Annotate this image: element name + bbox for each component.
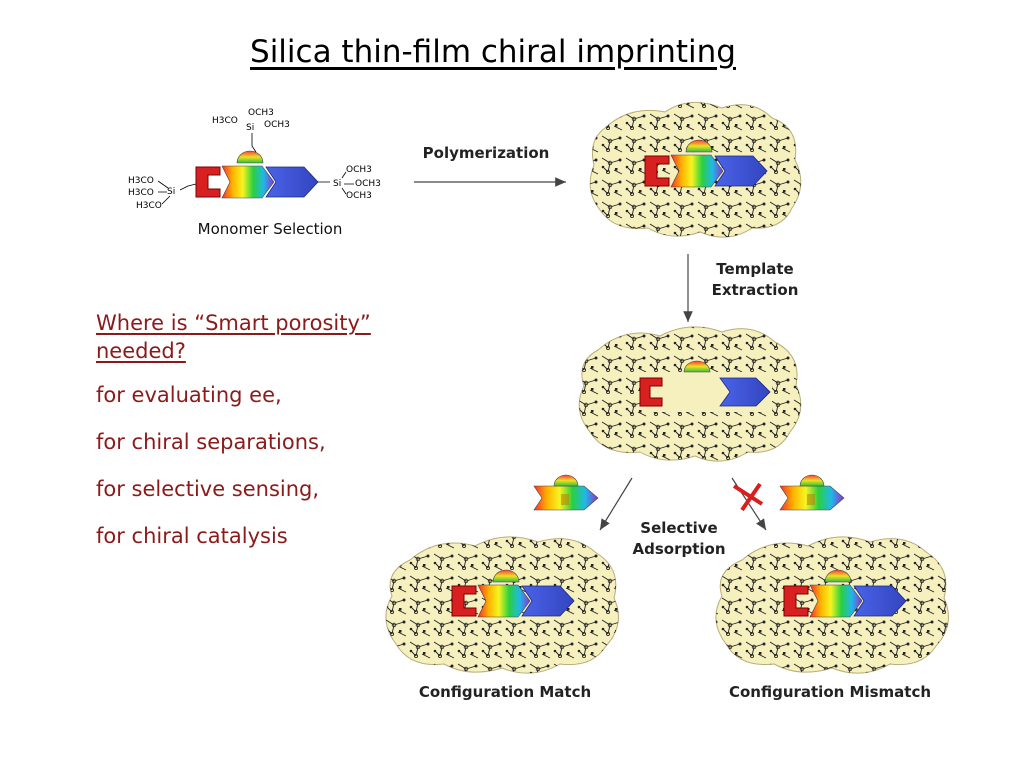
silane-right-3: OCH3 bbox=[346, 191, 372, 201]
silane-top-2: H3CO bbox=[212, 116, 238, 126]
monomer-selection-label: Monomer Selection bbox=[198, 220, 343, 238]
silane-left-1: H3CO bbox=[128, 176, 154, 186]
silane-right-si: Si bbox=[333, 179, 341, 189]
match-arrow bbox=[599, 477, 633, 531]
configuration-mismatch-label: Configuration Mismatch bbox=[729, 683, 931, 701]
match-silica-blob bbox=[385, 536, 619, 674]
imprinted-silica-blob bbox=[578, 326, 802, 462]
use-item: for chiral catalysis bbox=[96, 524, 288, 548]
silane-left-3: H3CO bbox=[136, 201, 162, 211]
guest-mismatch-molecule bbox=[779, 474, 845, 511]
silane-right-2: OCH3 bbox=[355, 179, 381, 189]
guest-match-molecule bbox=[533, 474, 599, 511]
use-item: for selective sensing, bbox=[96, 477, 320, 501]
slide-title: Silica thin-film chiral imprinting bbox=[250, 34, 736, 70]
adsorption-label-2: Adsorption bbox=[632, 540, 725, 558]
use-item: for evaluating ee, bbox=[96, 383, 282, 407]
adsorption-label-1: Selective bbox=[640, 519, 717, 537]
reject-cross-icon bbox=[732, 482, 764, 512]
extraction-label-1: Template bbox=[716, 260, 793, 278]
polymerization-label: Polymerization bbox=[423, 144, 550, 162]
silane-top-3: OCH3 bbox=[264, 120, 290, 130]
silane-top-si: Si bbox=[246, 123, 254, 133]
question-heading: Where is “Smart porosity” needed? bbox=[96, 311, 371, 363]
silane-left-si: Si bbox=[167, 187, 175, 197]
monomer-selection-figure: H3CO H3CO H3CO Si OCH3 H3CO OCH3 Si OCH3… bbox=[128, 108, 381, 211]
use-list: for evaluating ee, for chiral separation… bbox=[96, 381, 326, 569]
silane-top-1: OCH3 bbox=[248, 108, 274, 118]
configuration-match-label: Configuration Match bbox=[419, 683, 591, 701]
extraction-label-2: Extraction bbox=[712, 281, 799, 299]
use-item: for chiral separations, bbox=[96, 430, 326, 454]
silane-left-2: H3CO bbox=[128, 188, 154, 198]
polymerized-silica-blob bbox=[589, 101, 802, 238]
silane-right-1: OCH3 bbox=[346, 165, 372, 175]
mismatch-silica-blob bbox=[715, 536, 949, 674]
